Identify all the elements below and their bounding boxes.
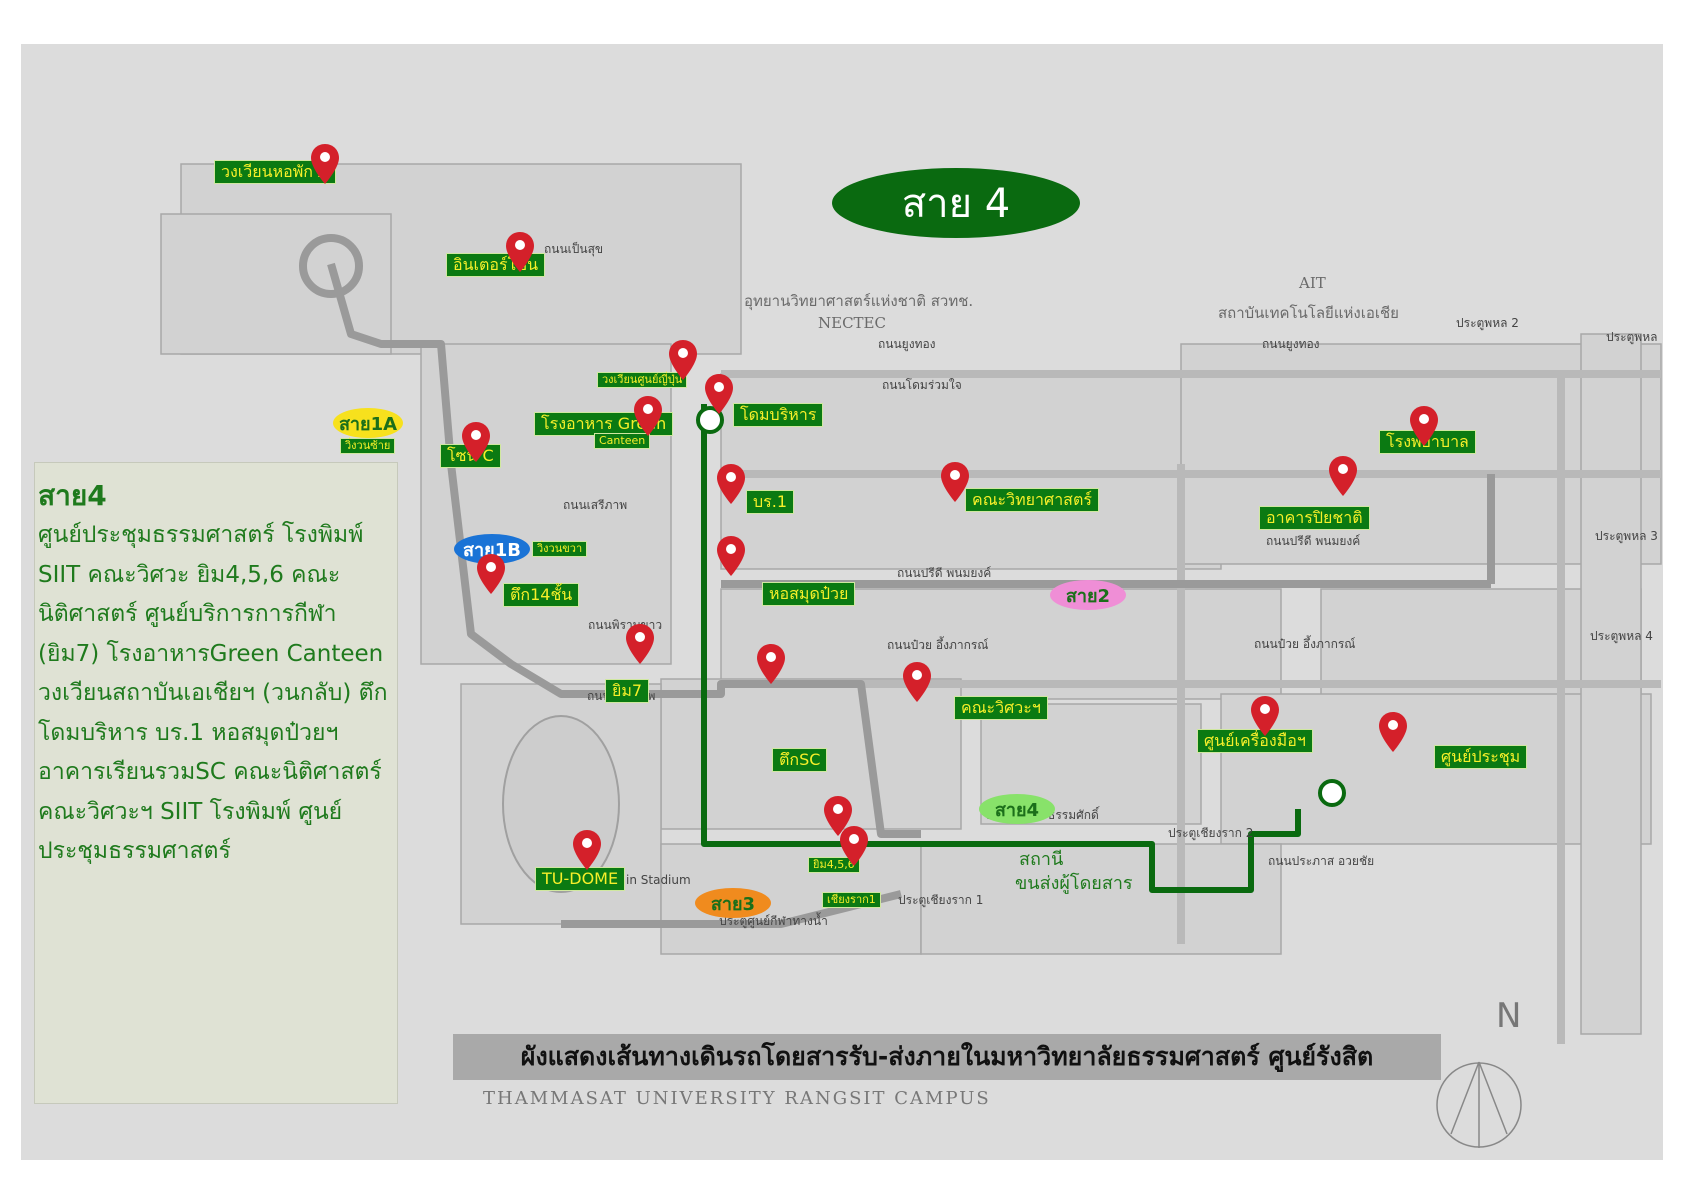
stop-label-sc[interactable]: ตึกSC bbox=[772, 748, 828, 772]
roundabout-a bbox=[299, 234, 363, 298]
road-label-pridi: ถนนปรีดี พนมยงค์ bbox=[897, 566, 992, 580]
location-pin-icon[interactable] bbox=[1329, 456, 1357, 496]
location-pin-icon[interactable] bbox=[1410, 406, 1438, 446]
stop-label-gym7[interactable]: ยิม7 bbox=[605, 679, 650, 703]
location-pin-icon[interactable] bbox=[717, 536, 745, 576]
location-pin-icon[interactable] bbox=[311, 144, 339, 184]
stop-label-library[interactable]: หอสมุดป๋วย bbox=[762, 582, 856, 606]
stop-label-dome[interactable]: โดมบริหาร bbox=[733, 403, 824, 427]
place-ait: AIT bbox=[1299, 274, 1326, 292]
road-label-prachaphiwat: ถนนประภาส อวยชัย bbox=[1268, 854, 1375, 868]
badge-sai3: สาย3 bbox=[695, 888, 771, 918]
stop-label-chiangrak1[interactable]: เชียงราก1 bbox=[822, 892, 881, 908]
stop-label-bor1[interactable]: บร.1 bbox=[746, 490, 795, 514]
gate-chiangrak-2: ประตูเชียงราก 2 bbox=[1168, 826, 1254, 840]
badge-sai1b-sub: วิ่งวนขวา bbox=[532, 541, 588, 557]
stop-label-canteen[interactable]: Canteen bbox=[594, 433, 651, 449]
location-pin-icon[interactable] bbox=[840, 826, 868, 866]
gate-phahon-1: ประตูพหล bbox=[1606, 330, 1658, 344]
stop-label-science[interactable]: คณะวิทยาศาสตร์ bbox=[965, 488, 1099, 512]
badge-sai4: สาย4 bbox=[979, 794, 1055, 824]
location-pin-icon[interactable] bbox=[705, 374, 733, 414]
place-ait-thai: สถาบันเทคโนโลยีแห่งเอเชีย bbox=[1218, 304, 1399, 322]
route-other-line bbox=[327, 262, 921, 838]
gate-sport: ประตูศูนย์กีฬาทางน้ำ bbox=[719, 914, 828, 928]
gate-phahon-4: ประตูพหล 4 bbox=[1590, 629, 1653, 643]
location-pin-icon[interactable] bbox=[634, 396, 662, 436]
stop-label-instrument[interactable]: ศูนย์เครื่องมือฯ bbox=[1197, 729, 1313, 753]
road-label-seriphap: ถนนเสรีภาพ bbox=[563, 498, 628, 512]
stop-label-convention[interactable]: ศูนย์ประชุม bbox=[1434, 745, 1528, 769]
gate-phahon-3: ประตูพหล 3 bbox=[1595, 529, 1658, 543]
road-label-puey-2: ถนนป๋วย อึ้งภากรณ์ bbox=[1254, 637, 1356, 651]
location-pin-icon[interactable] bbox=[941, 462, 969, 502]
south-block bbox=[920, 843, 1282, 955]
map-caption: ผังแสดงเส้นทางเดินรถโดยสารรับ-ส่งภายในมห… bbox=[453, 1034, 1441, 1080]
route-info-description: ศูนย์ประชุมธรรมศาสตร์ โรงพิมพ์ SIIT คณะว… bbox=[38, 522, 388, 864]
location-pin-icon[interactable] bbox=[757, 644, 785, 684]
location-pin-icon[interactable] bbox=[824, 796, 852, 836]
location-pin-icon[interactable] bbox=[477, 554, 505, 594]
stop-label-14-storey[interactable]: ตึก14ชั้น bbox=[503, 583, 580, 607]
main-stadium bbox=[502, 715, 620, 893]
road-label-yoongthong-2: ถนนยูงทอง bbox=[1262, 337, 1320, 351]
stop-label-japan-circle[interactable]: วงเวียนศูนย์ญี่ปุ่น bbox=[597, 372, 688, 388]
badge-sai2: สาย2 bbox=[1050, 580, 1126, 610]
location-pin-icon[interactable] bbox=[506, 232, 534, 272]
route-south-line bbox=[561, 890, 902, 928]
location-pin-icon[interactable] bbox=[1251, 696, 1279, 736]
location-pin-icon[interactable] bbox=[717, 464, 745, 504]
gate-chiangrak-1: ประตูเชียงราก 1 bbox=[898, 893, 984, 907]
convention-block bbox=[1220, 693, 1652, 845]
stop-label-piyachat[interactable]: อาคารปิยชาติ bbox=[1259, 506, 1370, 530]
location-pin-icon[interactable] bbox=[1379, 712, 1407, 752]
location-pin-icon[interactable] bbox=[462, 422, 490, 462]
gate-phahon-2: ประตูพหล 2 bbox=[1456, 316, 1519, 330]
road-label-pridi-2: ถนนปรีดี พนมยงค์ bbox=[1266, 534, 1361, 548]
badge-sai1a: สาย1A bbox=[333, 408, 403, 438]
stop-label-engineering[interactable]: คณะวิศวะฯ bbox=[954, 696, 1048, 720]
stop-label-dorm-a[interactable]: วงเวียนหอพัก A bbox=[214, 160, 336, 184]
route-title: สาย 4 bbox=[832, 168, 1080, 238]
stop-label-tu-dome[interactable]: TU-DOME bbox=[535, 867, 626, 891]
bus-station-label-2: ขนส่งผู้โดยสาร bbox=[1015, 873, 1133, 894]
route-4-line bbox=[701, 404, 1301, 893]
north-label: N bbox=[1496, 996, 1522, 1036]
road-label-pensuk: ถนนเป็นสุข bbox=[544, 242, 604, 256]
central-west-block bbox=[420, 343, 672, 665]
bus-station-label-1: สถานี bbox=[1019, 849, 1064, 870]
route-info-title: สาย4 bbox=[38, 479, 107, 512]
location-pin-icon[interactable] bbox=[626, 624, 654, 664]
badge-sai1a-sub: วิ่งวนซ้าย bbox=[340, 438, 396, 454]
place-science-park: อุทยานวิทยาศาสตร์แห่งชาติ สวทช. bbox=[744, 292, 974, 310]
compass-icon bbox=[1436, 1061, 1522, 1148]
stop-label-gym456[interactable]: ยิม4,5,6 bbox=[808, 857, 860, 873]
location-pin-icon[interactable] bbox=[903, 662, 931, 702]
location-pin-icon[interactable] bbox=[573, 830, 601, 870]
map-caption-english: THAMMASAT UNIVERSITY RANGSIT CAMPUS bbox=[483, 1088, 991, 1109]
route-info-panel bbox=[34, 462, 398, 1104]
road-label-domruamjai: ถนนโดมร่วมใจ bbox=[882, 378, 962, 392]
road-label-yoongthong-1: ถนนยูงทอง bbox=[878, 337, 936, 351]
route-end-stop bbox=[1318, 779, 1346, 807]
road-label-puey: ถนนป๋วย อึ้งภากรณ์ bbox=[887, 638, 989, 652]
place-nectec: NECTEC bbox=[818, 314, 886, 332]
location-pin-icon[interactable] bbox=[669, 340, 697, 380]
